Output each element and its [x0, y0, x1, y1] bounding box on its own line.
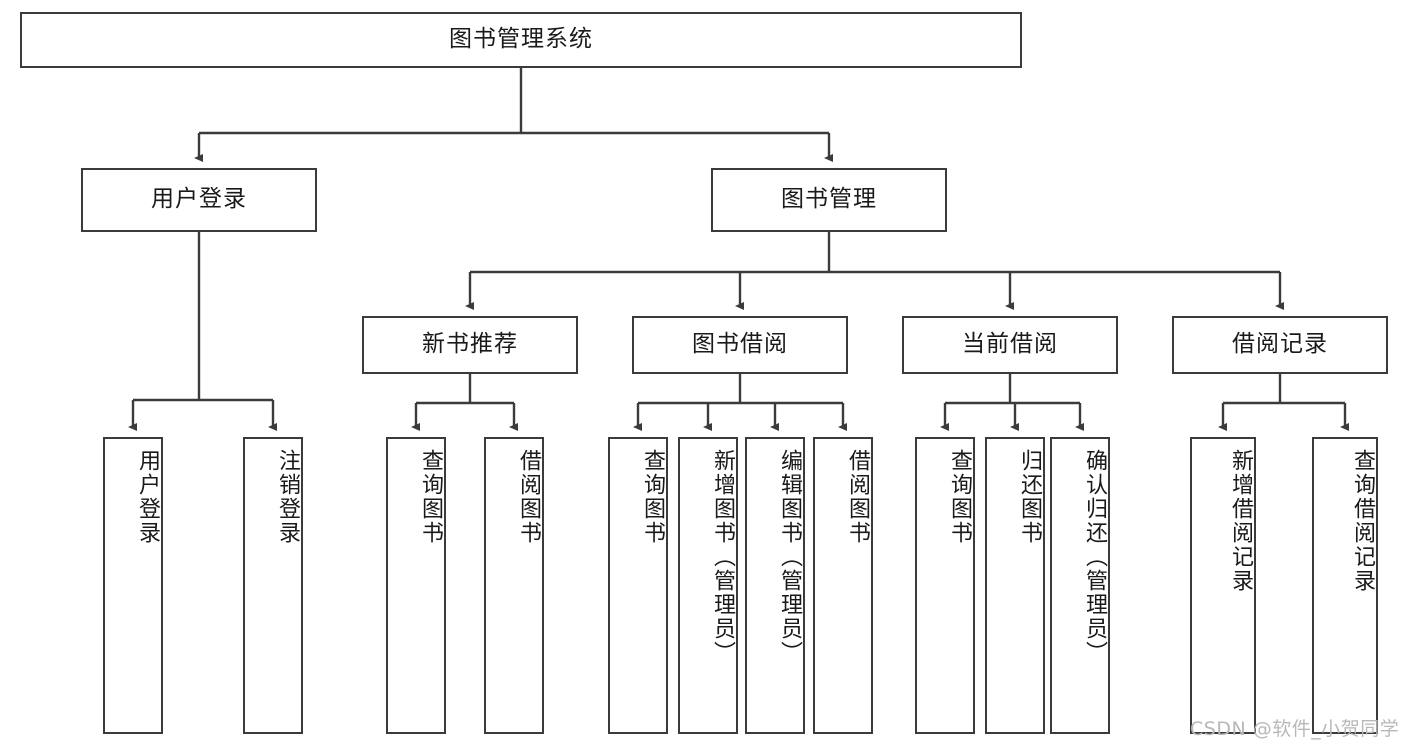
leaf-query-books-recommend-label: 查询图书	[418, 449, 443, 545]
leaf-confirm-return-admin-label: 确认归还（管理员）	[1082, 449, 1107, 665]
node-user-login-label: 用户登录	[151, 186, 247, 213]
node-book-borrow[interactable]: 图书借阅	[632, 316, 848, 374]
leaf-query-books-current-label: 查询图书	[947, 449, 972, 545]
node-book-borrow-label: 图书借阅	[692, 331, 788, 358]
node-borrow-records[interactable]: 借阅记录	[1172, 316, 1388, 374]
node-book-management-label: 图书管理	[781, 186, 877, 213]
node-current-borrow[interactable]: 当前借阅	[902, 316, 1118, 374]
leaf-confirm-return-admin[interactable]: 确认归还（管理员）	[1050, 437, 1110, 734]
node-root[interactable]: 图书管理系统	[20, 12, 1022, 68]
node-new-book-recommend[interactable]: 新书推荐	[362, 316, 578, 374]
leaf-query-books-borrow[interactable]: 查询图书	[608, 437, 668, 734]
leaf-edit-book-admin[interactable]: 编辑图书（管理员）	[745, 437, 805, 734]
leaf-borrow-book[interactable]: 借阅图书	[813, 437, 873, 734]
leaf-return-book-label: 归还图书	[1017, 449, 1042, 545]
leaf-query-borrow-record[interactable]: 查询借阅记录	[1312, 437, 1378, 734]
leaf-add-book-admin[interactable]: 新增图书（管理员）	[678, 437, 738, 734]
leaf-logout-label: 注销登录	[275, 449, 300, 545]
node-borrow-records-label: 借阅记录	[1232, 331, 1328, 358]
leaf-return-book[interactable]: 归还图书	[985, 437, 1045, 734]
leaf-add-borrow-record-label: 新增借阅记录	[1228, 449, 1253, 593]
leaf-query-books-recommend[interactable]: 查询图书	[386, 437, 446, 734]
node-new-book-recommend-label: 新书推荐	[422, 331, 518, 358]
node-current-borrow-label: 当前借阅	[962, 331, 1058, 358]
leaf-borrow-book-label: 借阅图书	[845, 449, 870, 545]
leaf-add-book-admin-label: 新增图书（管理员）	[710, 449, 735, 665]
node-root-label: 图书管理系统	[449, 26, 593, 53]
node-user-login[interactable]: 用户登录	[81, 168, 317, 232]
leaf-add-borrow-record[interactable]: 新增借阅记录	[1190, 437, 1256, 734]
leaf-query-books-borrow-label: 查询图书	[640, 449, 665, 545]
leaf-borrow-books-recommend-label: 借阅图书	[516, 449, 541, 545]
watermark-text: CSDN @软件_小贺同学	[1190, 718, 1400, 740]
leaf-query-books-current[interactable]: 查询图书	[915, 437, 975, 734]
leaf-user-login[interactable]: 用户登录	[103, 437, 163, 734]
leaf-user-login-label: 用户登录	[135, 449, 160, 545]
leaf-edit-book-admin-label: 编辑图书（管理员）	[777, 449, 802, 665]
leaf-borrow-books-recommend[interactable]: 借阅图书	[484, 437, 544, 734]
node-book-management[interactable]: 图书管理	[711, 168, 947, 232]
leaf-query-borrow-record-label: 查询借阅记录	[1350, 449, 1375, 593]
leaf-logout[interactable]: 注销登录	[243, 437, 303, 734]
